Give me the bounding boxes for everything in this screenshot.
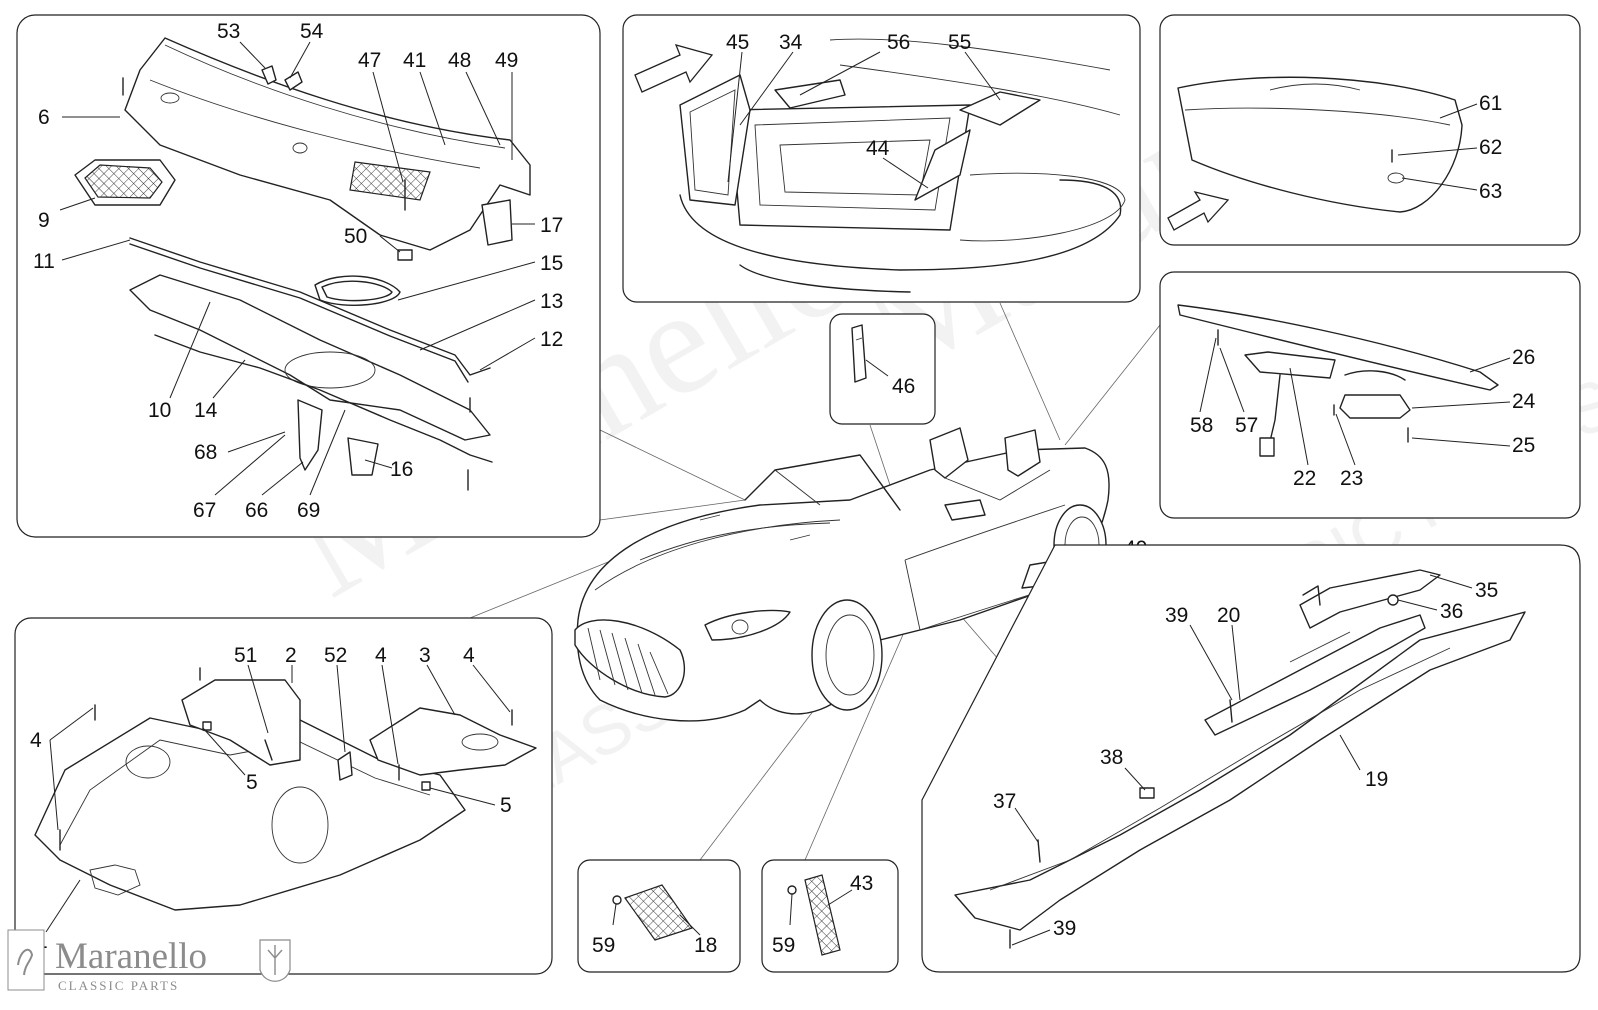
cowl-panel [16, 14, 601, 538]
callout-label: 44 [866, 137, 890, 160]
callout-label: 5 [246, 771, 258, 794]
logo-subtext: CLASSIC PARTS [58, 978, 179, 993]
underbody-leaders [45, 664, 511, 933]
callout-label: 45 [726, 31, 749, 54]
callout-label: 69 [297, 499, 320, 522]
sill-callouts: 35 36 39 20 19 38 37 39 [993, 579, 1498, 940]
trunk-lid-callouts: 61 62 63 [1479, 92, 1502, 203]
callout-label: 18 [694, 934, 717, 957]
spoiler-callouts: 26 24 25 58 57 22 23 [1190, 346, 1536, 490]
callout-label: 20 [1217, 604, 1240, 627]
callout-label: 58 [1190, 414, 1213, 437]
callout-label: 38 [1100, 746, 1123, 769]
callout-label: 19 [1365, 768, 1388, 791]
callout-label: 6 [38, 106, 50, 129]
callout-label: 39 [1165, 604, 1188, 627]
callout-label: 52 [324, 644, 347, 667]
callout-label: 35 [1475, 579, 1498, 602]
logo-text: Maranello [55, 936, 207, 977]
callout-label: 2 [285, 644, 297, 667]
callout-label: 63 [1479, 180, 1502, 203]
spoiler-leaders [1199, 337, 1511, 466]
callout-label: 11 [33, 250, 55, 273]
callout-label: 53 [217, 20, 240, 43]
callout-label: 16 [390, 458, 413, 481]
callout-label: 10 [148, 399, 171, 422]
callout-label: 43 [850, 872, 873, 895]
callout-label: 22 [1293, 467, 1316, 490]
callout-label: 68 [194, 441, 217, 464]
callout-label: 47 [358, 49, 381, 72]
sill-leaders [1011, 574, 1473, 946]
callout-label: 5 [500, 794, 512, 817]
callout-label: 67 [193, 499, 216, 522]
callout-label: 23 [1340, 467, 1363, 490]
grille-right-panel: 43 59 [761, 859, 899, 973]
callout-label: 36 [1440, 600, 1463, 623]
cowl-callouts: 53 54 47 41 48 49 6 9 17 11 50 15 13 12 … [33, 20, 563, 522]
callout-label: 59 [592, 934, 615, 957]
callout-label: 37 [993, 790, 1016, 813]
spoiler-panel [1159, 271, 1581, 519]
car-illustration: 40 [574, 427, 1147, 722]
trunk-lid-leaders [1397, 103, 1478, 191]
callout-label: 34 [779, 31, 803, 54]
callout-label: 50 [344, 225, 367, 248]
callout-label: 25 [1512, 434, 1535, 457]
callout-label: 4 [463, 644, 475, 667]
callout-label: 46 [892, 375, 915, 398]
callout-label: 39 [1053, 917, 1076, 940]
callout-label: 41 [403, 49, 426, 72]
callout-label: 61 [1479, 92, 1502, 115]
callout-label: 48 [448, 49, 471, 72]
callout-label: 51 [234, 644, 257, 667]
callout-label: 66 [245, 499, 268, 522]
callout-label: 4 [375, 644, 387, 667]
callout-label: 49 [495, 49, 518, 72]
callout-label: 24 [1512, 390, 1536, 413]
trunk-callouts: 45 34 56 55 44 [726, 31, 971, 160]
trunk-lid-panel [1159, 14, 1581, 246]
trunk-leaders [727, 51, 1001, 189]
grille-left-panel: 59 18 [577, 859, 741, 973]
pillar-panel: 46 [829, 313, 936, 425]
callout-label: 9 [38, 209, 50, 232]
callout-label: 54 [300, 20, 324, 43]
callout-label: 15 [540, 252, 563, 275]
underbody-panel [14, 617, 553, 975]
callout-label: 62 [1479, 136, 1502, 159]
callout-label: 3 [419, 644, 431, 667]
callout-label: 59 [772, 934, 795, 957]
callout-label: 13 [540, 290, 563, 313]
callout-label: 4 [30, 729, 42, 752]
cowl-leaders [59, 41, 536, 496]
trunk-panel [622, 14, 1141, 303]
callout-label: 57 [1235, 414, 1258, 437]
callout-label: 17 [540, 214, 563, 237]
callout-label: 56 [887, 31, 910, 54]
callout-label: 26 [1512, 346, 1535, 369]
maranello-logo: Maranello CLASSIC PARTS [7, 929, 291, 993]
sill-panel [921, 544, 1581, 973]
callout-label: 14 [194, 399, 218, 422]
callout-label: 55 [948, 31, 971, 54]
callout-label: 12 [540, 328, 563, 351]
